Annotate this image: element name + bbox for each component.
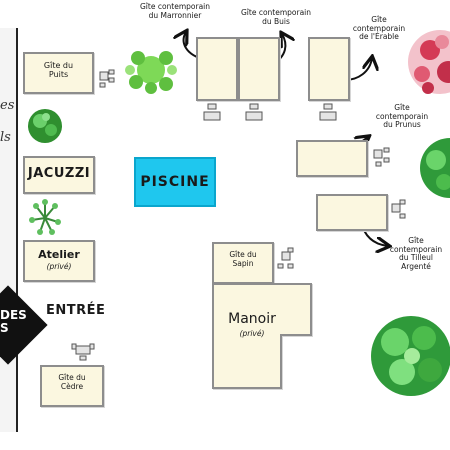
tree-star-top xyxy=(125,51,177,94)
tree-big-bottom-right xyxy=(371,316,450,396)
label-marronnier: Gîte contemporain du Marronnier xyxy=(139,2,211,20)
tree-red-top-right xyxy=(408,30,450,94)
tree-green-right-middle xyxy=(420,138,450,198)
furniture-sapin xyxy=(277,247,294,269)
pool-piscine: PISCINE xyxy=(134,157,216,207)
label-prunus: Gîte contemporain du Prunus xyxy=(375,103,429,130)
building-cedre xyxy=(40,365,104,407)
label-erable: Gîte contemporain de l'Érable xyxy=(352,15,406,42)
manoir-step xyxy=(280,334,312,336)
building-erable xyxy=(308,37,350,101)
building-prunus xyxy=(296,140,368,177)
building-manoir-top xyxy=(212,283,312,336)
label-manoir-note: (privé) xyxy=(239,329,265,338)
label-buis: Gîte contemporain du Buis xyxy=(240,8,312,26)
tree-round-left xyxy=(28,109,62,143)
building-manoir-bottom xyxy=(212,334,282,389)
furniture-buis xyxy=(245,103,263,121)
label-atelier: Atelier xyxy=(38,248,80,261)
building-tilleul xyxy=(316,194,388,231)
label-atelier-note: (privé) xyxy=(46,262,72,271)
building-gite-puits xyxy=(23,52,94,94)
furniture-tilleul xyxy=(391,199,406,219)
furniture-puits xyxy=(99,69,115,88)
tree-sparse-left xyxy=(29,199,61,235)
label-entree: ENTRÉE xyxy=(46,303,106,318)
furniture-erable xyxy=(319,103,337,121)
side-text-top: es xyxy=(0,98,15,113)
furniture-marronnier xyxy=(203,103,221,121)
building-marronnier xyxy=(196,37,238,101)
building-jacuzzi xyxy=(23,156,95,194)
label-gite-sapin: Gîte du Sapin xyxy=(229,250,257,268)
furniture-prunus xyxy=(373,147,390,167)
label-gite-cedre: Gîte du Cèdre xyxy=(58,373,86,391)
building-atelier xyxy=(23,240,95,282)
side-text-mid: ls xyxy=(0,130,11,145)
label-gite-puits: Gîte du Puits xyxy=(43,61,74,80)
furniture-cedre xyxy=(71,343,95,361)
diamond-text: DES S xyxy=(0,308,27,336)
label-tilleul: Gîte contemporain du Tilleul Argenté xyxy=(389,236,443,271)
building-buis xyxy=(238,37,280,101)
label-manoir: Manoir xyxy=(228,311,276,327)
label-jacuzzi: JACUZZI xyxy=(27,166,91,181)
